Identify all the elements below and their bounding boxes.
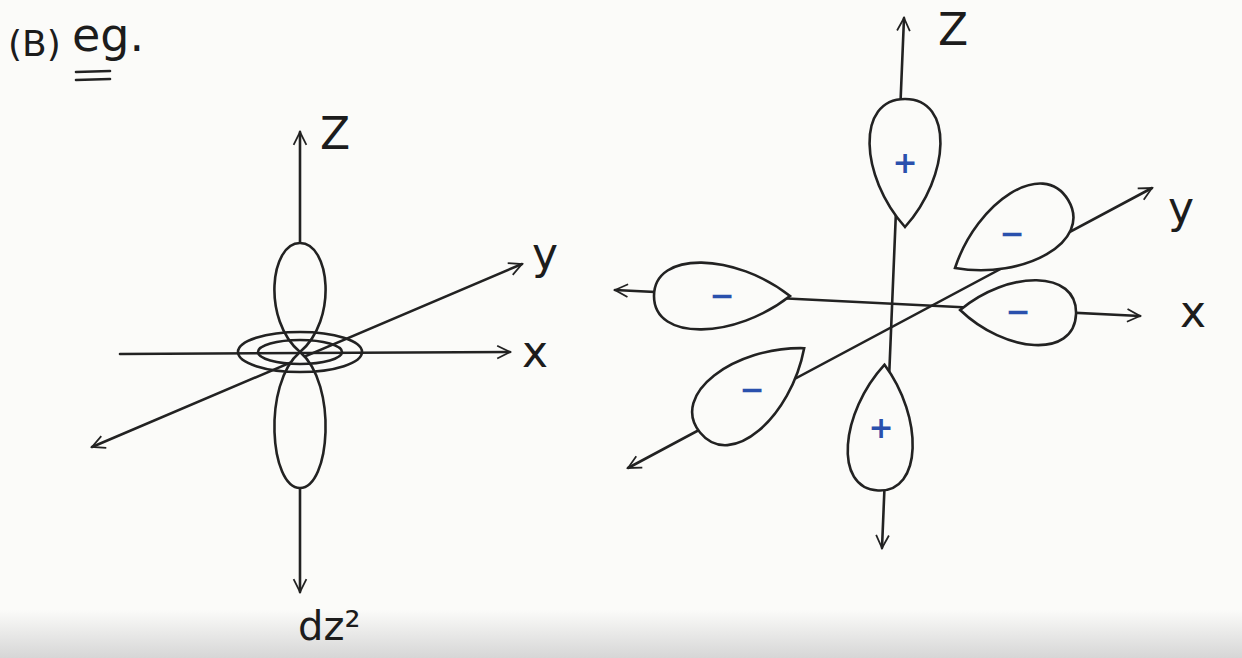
lobe-shape <box>937 170 1087 299</box>
axis-label: x <box>522 330 548 374</box>
axis-label: (B) <box>8 26 61 62</box>
axis-label: Z <box>938 8 968 52</box>
underline <box>76 79 110 80</box>
axis-label: y <box>1168 186 1194 230</box>
orbital-lobe: + <box>866 95 944 231</box>
sign-label: − <box>739 375 764 405</box>
sign-label: + <box>868 413 893 443</box>
orbital-lobe: − <box>933 166 1090 302</box>
orbital-lobe: − <box>955 274 1081 350</box>
lobe-shape <box>678 320 827 459</box>
axis-label: Z <box>320 112 350 156</box>
lobe-shape <box>845 363 916 492</box>
y-axis <box>628 188 1152 468</box>
lobe-shape <box>870 99 941 227</box>
orbital-ring <box>238 332 362 372</box>
underline <box>76 71 110 72</box>
orbital-ring <box>258 340 342 364</box>
axis-label: eg. <box>72 12 144 58</box>
axis-label: y <box>532 232 558 276</box>
axis-label: dz² <box>298 606 360 646</box>
lobe-shape <box>959 278 1077 347</box>
orbital-lobe: − <box>674 317 830 464</box>
lobe-shape <box>654 263 790 330</box>
sign-label: − <box>1005 297 1030 327</box>
sign-label: − <box>999 219 1024 249</box>
paper-shadow <box>0 610 1242 658</box>
orbital-lobe <box>274 243 325 352</box>
sign-label: + <box>892 148 917 178</box>
orbital-lobe: + <box>842 359 921 496</box>
orbital-lobe: − <box>650 259 794 333</box>
sign-label: − <box>709 281 734 311</box>
axis-label: x <box>1180 290 1206 334</box>
